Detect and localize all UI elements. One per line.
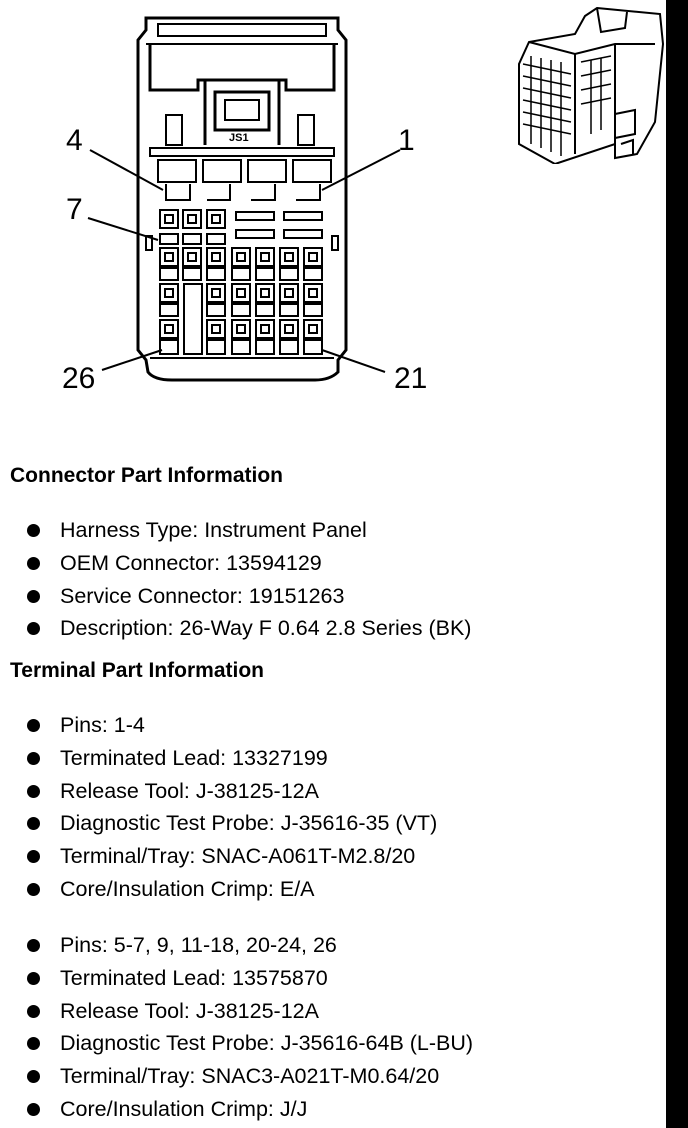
- bullet-icon: [27, 719, 40, 732]
- list-item: Harness Type: Instrument Panel: [0, 514, 471, 547]
- bullet-icon: [27, 850, 40, 864]
- list-item: Diagnostic Test Probe: J-35616-35 (VT): [0, 807, 437, 840]
- list-item: Core/Insulation Crimp: J/J: [0, 1093, 473, 1126]
- latch-lock: [213, 90, 271, 132]
- bullet-icon: [27, 1037, 40, 1051]
- connector-face-view: [87, 16, 401, 382]
- terminal-section-title: Terminal Part Information: [10, 659, 264, 682]
- list-item: Terminal/Tray: SNAC3-A021T-M0.64/20: [0, 1060, 473, 1093]
- bullet-icon: [27, 622, 40, 636]
- bullet-icon: [27, 784, 40, 798]
- list-item: Terminal/Tray: SNAC-A061T-M2.8/20: [0, 840, 437, 873]
- bullet-icon: [27, 524, 40, 537]
- bullet-icon: [27, 1070, 40, 1084]
- bullet-icon: [27, 751, 40, 765]
- bullet-icon: [27, 971, 40, 985]
- callout-leader-lines: [87, 149, 401, 373]
- bullet-icon: [27, 939, 40, 952]
- list-item: OEM Connector: 13594129: [0, 547, 471, 580]
- list-item: Pins: 1-4: [0, 709, 437, 742]
- list-item: Release Tool: J-38125-12A: [0, 775, 437, 808]
- list-item: Description: 26-Way F 0.64 2.8 Series (B…: [0, 612, 471, 645]
- callout-pin-21: 21: [394, 362, 428, 395]
- list-item: Core/Insulation Crimp: E/A: [0, 873, 437, 906]
- housing-top-slot: [157, 23, 327, 37]
- list-item: Terminated Lead: 13327199: [0, 742, 437, 775]
- bullet-icon: [27, 556, 40, 570]
- bullet-icon: [27, 1004, 40, 1018]
- small-terminal-cavities: [145, 209, 339, 359]
- list-item: Service Connector: 19151263: [0, 580, 471, 613]
- terminal-group-2-list: Pins: 5-7, 9, 11-18, 20-24, 26 Terminate…: [0, 929, 473, 1126]
- connector-diagram: 4 1 7 26 21 JS1: [0, 0, 666, 420]
- list-item: Diagnostic Test Probe: J-35616-64B (L-BU…: [0, 1027, 473, 1060]
- list-item: Pins: 5-7, 9, 11-18, 20-24, 26: [0, 929, 473, 962]
- callout-pin-7: 7: [66, 193, 83, 226]
- connector-isometric-view: [518, 6, 665, 164]
- bullet-icon: [27, 589, 40, 603]
- connector-info-list: Harness Type: Instrument Panel OEM Conne…: [0, 514, 471, 645]
- list-item: Terminated Lead: 13575870: [0, 962, 473, 995]
- bullet-icon: [27, 1102, 40, 1116]
- terminal-group-1-list: Pins: 1-4 Terminated Lead: 13327199 Rele…: [0, 709, 437, 906]
- large-terminal-cavities: [157, 159, 332, 201]
- right-edge-bar: [666, 0, 688, 1128]
- callout-pin-26: 26: [62, 362, 96, 395]
- bullet-icon: [27, 882, 40, 896]
- connector-housing-outline: [136, 16, 348, 382]
- bullet-icon: [27, 817, 40, 831]
- connector-latch: [148, 44, 336, 92]
- connector-section-title: Connector Part Information: [10, 464, 284, 487]
- list-item: Release Tool: J-38125-12A: [0, 995, 473, 1028]
- callout-pin-1: 1: [398, 124, 415, 157]
- housing-label: JS1: [229, 132, 249, 144]
- callout-pin-4: 4: [66, 124, 83, 157]
